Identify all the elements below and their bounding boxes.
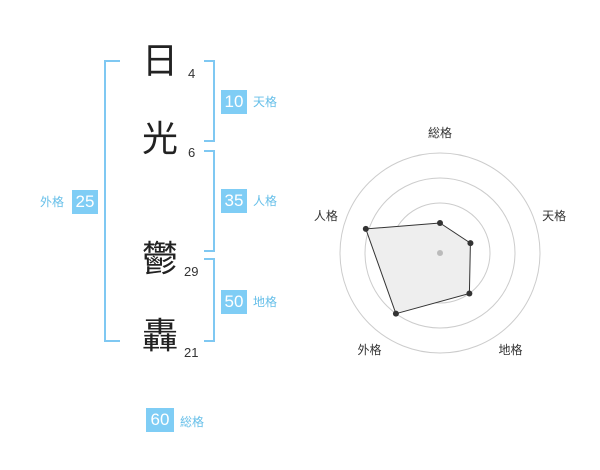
jinkaku-badge: 35: [221, 189, 247, 213]
radar-ring: [339, 152, 541, 354]
stroke-count-1: 4: [188, 66, 196, 81]
chikaku-badge: 50: [221, 290, 247, 314]
gaikaku-badge: 25: [72, 190, 98, 214]
soukaku-label: 総格: [180, 415, 205, 429]
stroke-count-4: 21: [184, 345, 199, 360]
jinkaku-bracket: [204, 150, 215, 252]
tenkaku-badge: 10: [221, 90, 247, 114]
jinkaku-label: 人格: [253, 194, 278, 208]
radar-axis-label-1: 総格: [428, 125, 452, 140]
tenkaku-bracket: [204, 60, 215, 142]
radar-axis-label-2: 天格: [542, 208, 566, 223]
radar-point-4: [392, 310, 399, 317]
name-char-2: 光: [141, 119, 178, 160]
radar-point-3: [466, 290, 473, 297]
radar-axis-label-4: 外格: [357, 342, 381, 357]
radar-ring: [364, 177, 516, 329]
stroke-count-3: 29: [184, 264, 199, 279]
radar-data-points: [362, 220, 474, 317]
tenkaku-label: 天格: [253, 95, 278, 109]
radar-point-1: [437, 220, 443, 226]
radar-data-area: [365, 222, 471, 315]
radar-point-2: [467, 240, 474, 247]
radar-point-5: [362, 225, 369, 232]
gaikaku-bracket: [104, 60, 120, 342]
soukaku-badge: 60: [146, 408, 174, 432]
chikaku-bracket: [204, 258, 215, 342]
name-char-4: 轟: [141, 316, 178, 357]
gaikaku-label: 外格: [40, 195, 65, 209]
name-char-3: 鬱: [141, 239, 178, 280]
chikaku-label: 地格: [253, 295, 278, 309]
radar-axis-label-3: 地格: [498, 342, 522, 357]
name-char-1: 日: [141, 41, 178, 82]
radar-center-dot: [437, 250, 443, 256]
stroke-count-2: 6: [188, 145, 196, 160]
radar-axis-label-5: 人格: [314, 208, 338, 223]
